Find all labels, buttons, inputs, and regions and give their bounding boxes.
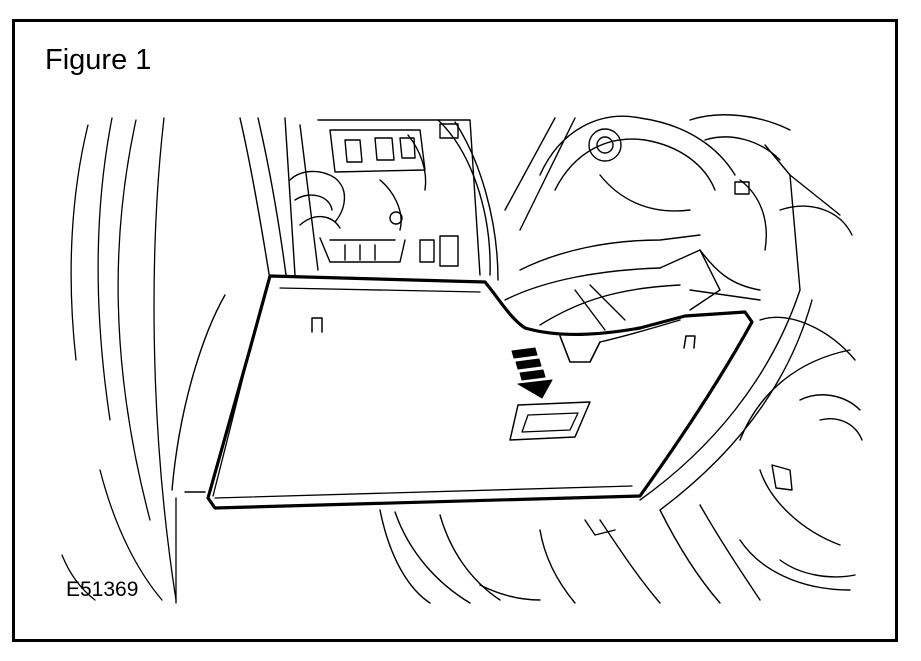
fuse-cover-panel [206, 274, 754, 510]
lower-column-parts [379, 509, 541, 604]
removal-arrow [511, 347, 553, 399]
dash-trim [171, 117, 287, 493]
figure-reference-code: E51369 [66, 578, 139, 601]
steering-column [504, 114, 853, 331]
dashboard-side-lines [61, 117, 177, 604]
figure-title: Figure 1 [45, 44, 152, 76]
dash-right-edge [639, 289, 813, 511]
lower-right-assembly [539, 316, 863, 604]
fuse-box-cavity [284, 117, 499, 281]
